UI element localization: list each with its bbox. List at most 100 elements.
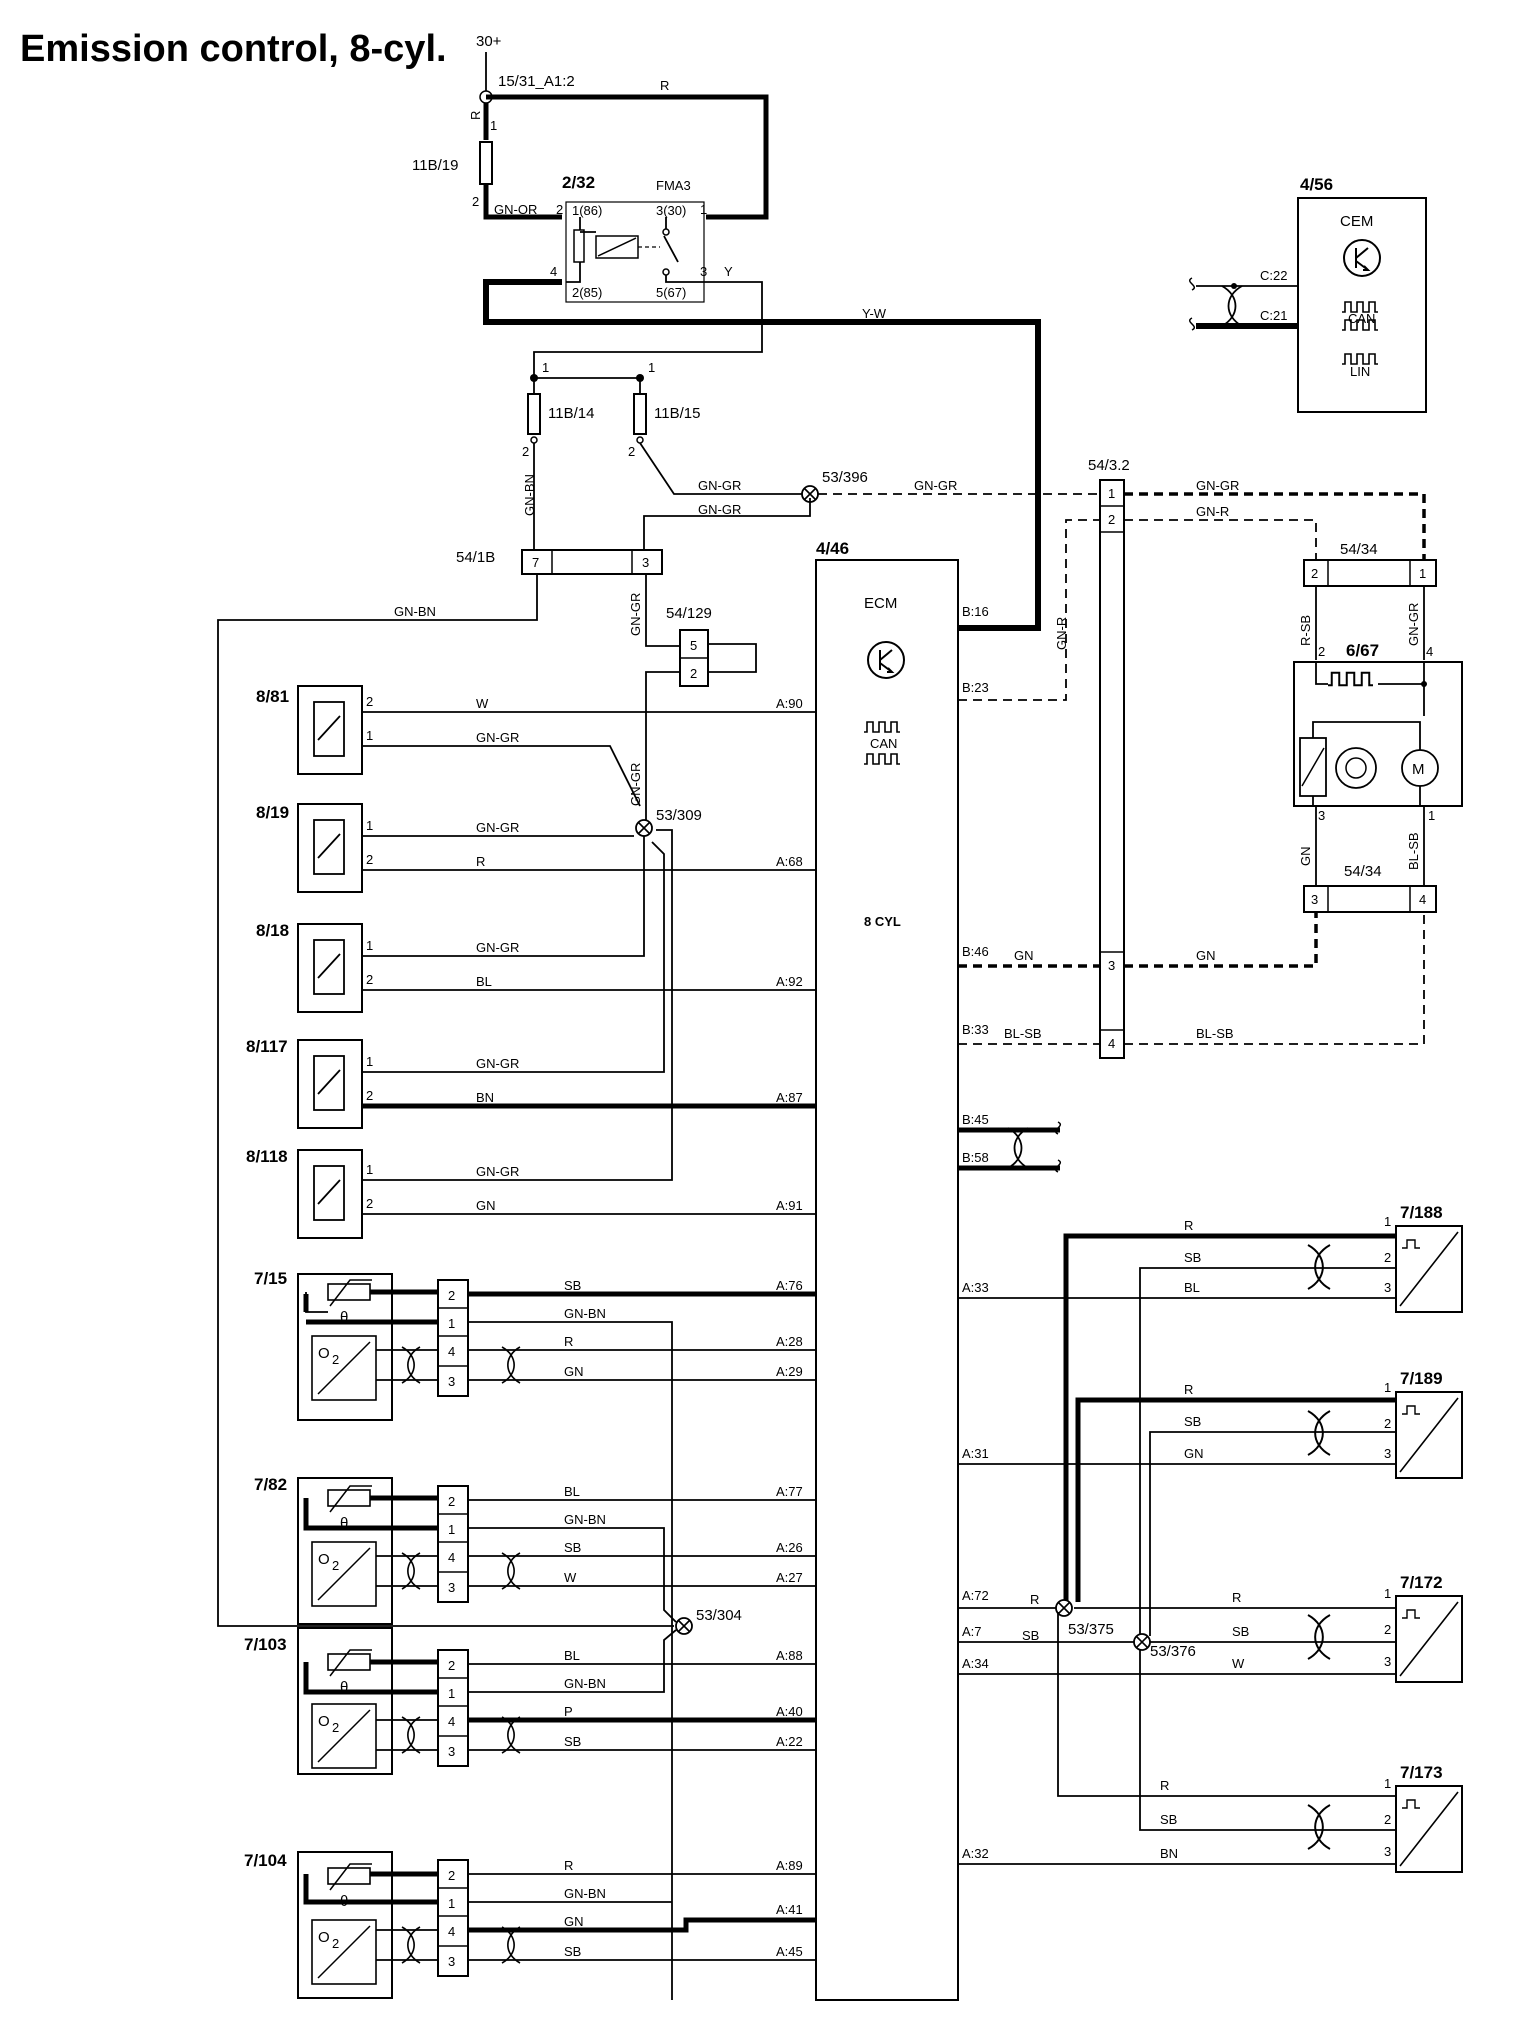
svg-text:BN: BN — [1160, 1846, 1178, 1861]
svg-text:3: 3 — [642, 555, 649, 570]
svg-text:B:23: B:23 — [962, 680, 989, 695]
position-sensors: 7/188 1 2 3 R SB BL A:33 7/189 1 2 3 R S… — [958, 1203, 1463, 1873]
svg-text:GN-GR: GN-GR — [1406, 603, 1421, 646]
svg-text:4: 4 — [1426, 644, 1433, 659]
connector-54-1b: 54/1B 7 3 GN-BN GN-GR — [217, 549, 690, 1627]
svg-text:1: 1 — [366, 938, 373, 953]
transistor-icon — [1343, 239, 1381, 277]
injector-8-19: 8/19 1 2 — [256, 803, 373, 893]
svg-text:1: 1 — [490, 118, 497, 133]
injector-8-81: 8/81 2 1 — [256, 685, 373, 775]
svg-text:A:91: A:91 — [776, 1198, 803, 1213]
svg-text:A:92: A:92 — [776, 974, 803, 989]
svg-text:GN: GN — [564, 1914, 584, 1929]
svg-text:2: 2 — [332, 1720, 339, 1735]
svg-text:4/56: 4/56 — [1300, 175, 1333, 194]
svg-text:1: 1 — [1384, 1776, 1391, 1791]
svg-text:5: 5 — [690, 638, 697, 653]
svg-text:O: O — [318, 1551, 330, 1568]
svg-text:4: 4 — [550, 264, 557, 279]
svg-text:3(30): 3(30) — [656, 203, 686, 218]
svg-text:GN-BN: GN-BN — [522, 474, 537, 516]
svg-text:GN-GR: GN-GR — [914, 478, 957, 493]
svg-text:SB: SB — [564, 1944, 581, 1959]
svg-text:1: 1 — [366, 1162, 373, 1177]
svg-text:B:46: B:46 — [962, 944, 989, 959]
svg-text:BN: BN — [476, 1090, 494, 1105]
svg-text:A:32: A:32 — [962, 1846, 989, 1861]
svg-text:8/118: 8/118 — [246, 1147, 288, 1166]
svg-text:2: 2 — [448, 1288, 455, 1303]
svg-text:1: 1 — [448, 1316, 455, 1331]
svg-text:BL-SB: BL-SB — [1196, 1026, 1234, 1041]
svg-text:7/104: 7/104 — [244, 1851, 287, 1870]
svg-text:R: R — [564, 1334, 573, 1349]
svg-text:GN-R: GN-R — [1196, 504, 1229, 519]
svg-text:2: 2 — [1108, 512, 1115, 527]
svg-text:2: 2 — [448, 1494, 455, 1509]
svg-text:R: R — [1030, 1592, 1039, 1607]
svg-text:R-SB: R-SB — [1298, 615, 1313, 646]
svg-text:54/34: 54/34 — [1344, 863, 1382, 880]
fuse-11b-19-label: 11B/19 — [412, 157, 458, 174]
svg-text:BL-SB: BL-SB — [1004, 1026, 1042, 1041]
twisted-pair-icon — [401, 1346, 421, 1384]
supply-section: 30+ 15/31_A1:2 R R 1 11B/19 2 GN-OR 2/32… — [412, 33, 1041, 631]
svg-text:A:89: A:89 — [776, 1858, 803, 1873]
svg-text:B:33: B:33 — [962, 1022, 989, 1037]
svg-text:1: 1 — [448, 1686, 455, 1701]
svg-text:GN-GR: GN-GR — [698, 502, 741, 517]
svg-text:C:21: C:21 — [1260, 308, 1287, 323]
svg-text:3: 3 — [1384, 1844, 1391, 1859]
svg-text:GN-GR: GN-GR — [1196, 478, 1239, 493]
svg-text:LIN: LIN — [1350, 364, 1370, 379]
svg-text:7/172: 7/172 — [1400, 1573, 1443, 1592]
svg-text:2: 2 — [366, 852, 373, 867]
svg-text:4/46: 4/46 — [816, 539, 849, 558]
svg-text:θ: θ — [340, 1679, 348, 1696]
svg-text:GN-GR: GN-GR — [628, 593, 643, 636]
svg-text:1: 1 — [648, 360, 655, 375]
svg-text:1: 1 — [1108, 486, 1115, 501]
svg-text:BL: BL — [476, 974, 492, 989]
svg-text:A:41: A:41 — [776, 1902, 803, 1917]
svg-text:2: 2 — [556, 202, 563, 217]
svg-text:2: 2 — [366, 972, 373, 987]
svg-text:7/15: 7/15 — [254, 1269, 287, 1288]
svg-text:53/396: 53/396 — [822, 469, 868, 486]
svg-text:3: 3 — [1384, 1446, 1391, 1461]
svg-text:A:88: A:88 — [776, 1648, 803, 1663]
svg-text:A:72: A:72 — [962, 1588, 989, 1603]
svg-text:7/189: 7/189 — [1400, 1369, 1443, 1388]
svg-text:A:68: A:68 — [776, 854, 803, 869]
svg-text:R: R — [1184, 1382, 1193, 1397]
svg-text:8/117: 8/117 — [246, 1037, 288, 1056]
twisted-pair-icon — [1306, 1243, 1332, 1291]
svg-text:GN-BN: GN-BN — [564, 1306, 606, 1321]
svg-text:3: 3 — [1384, 1280, 1391, 1295]
svg-text:4: 4 — [1419, 892, 1426, 907]
svg-text:7: 7 — [532, 555, 539, 570]
svg-text:A:27: A:27 — [776, 1570, 803, 1585]
transistor-icon — [867, 641, 905, 679]
svg-text:A:34: A:34 — [962, 1656, 989, 1671]
svg-text:Y: Y — [724, 264, 733, 279]
connector-54-129: 54/129 5 2 GN-GR — [628, 605, 757, 826]
injector-8-18: 8/18 1 2 — [256, 921, 373, 1013]
svg-text:1: 1 — [1384, 1380, 1391, 1395]
ecm-module: 4/46 ECM CAN 8 CYL — [815, 539, 959, 2001]
svg-text:W: W — [564, 1570, 577, 1585]
svg-text:R: R — [476, 854, 485, 869]
svg-text:2: 2 — [1311, 566, 1318, 581]
svg-text:2: 2 — [1318, 644, 1325, 659]
svg-text:SB: SB — [1232, 1624, 1249, 1639]
svg-text:SB: SB — [564, 1734, 581, 1749]
svg-text:SB: SB — [1022, 1628, 1039, 1643]
svg-text:54/3.2: 54/3.2 — [1088, 457, 1130, 474]
svg-text:3: 3 — [1384, 1654, 1391, 1669]
svg-text:8/81: 8/81 — [256, 687, 289, 706]
injector-wiring: W A:90 GN-GR 53/309 GN-GR R A:68 GN-GR B… — [362, 696, 816, 1215]
